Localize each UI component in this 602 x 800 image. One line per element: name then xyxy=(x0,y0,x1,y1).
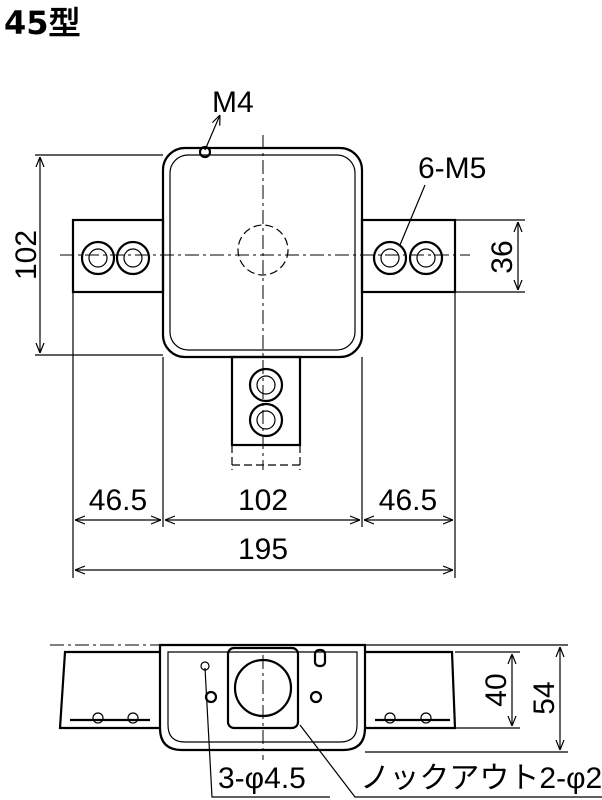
dim-inner-depth: 40 xyxy=(480,673,513,706)
screw-holes xyxy=(80,145,444,438)
dim-center: 102 xyxy=(238,484,288,517)
dim-tab-width: 36 xyxy=(486,240,519,273)
label-6-m5: 6-M5 xyxy=(418,152,486,185)
label-holes: 3-φ4.5 xyxy=(218,762,306,795)
side-view: 40 54 3-φ4.5 ノックアウト2-φ28 xyxy=(50,643,602,798)
dim-height: 102 xyxy=(10,230,43,280)
label-knockout: ノックアウト2-φ28 xyxy=(360,762,602,795)
drawing-title: 45型 xyxy=(4,4,81,42)
dim-total-depth: 54 xyxy=(528,681,561,714)
dim-total: 195 xyxy=(238,533,288,566)
label-m4: M4 xyxy=(212,86,254,119)
knockout-circle xyxy=(237,224,289,276)
box-side-outline xyxy=(158,643,367,752)
top-view: M4 6-M5 102 36 46.5 102 46.5 195 xyxy=(10,86,525,578)
left-tab xyxy=(71,218,165,294)
dim-right: 46.5 xyxy=(379,484,437,517)
knockout-frame xyxy=(226,646,300,730)
bottom-tab xyxy=(230,355,302,447)
right-tab xyxy=(360,218,457,294)
dim-left: 46.5 xyxy=(89,484,147,517)
